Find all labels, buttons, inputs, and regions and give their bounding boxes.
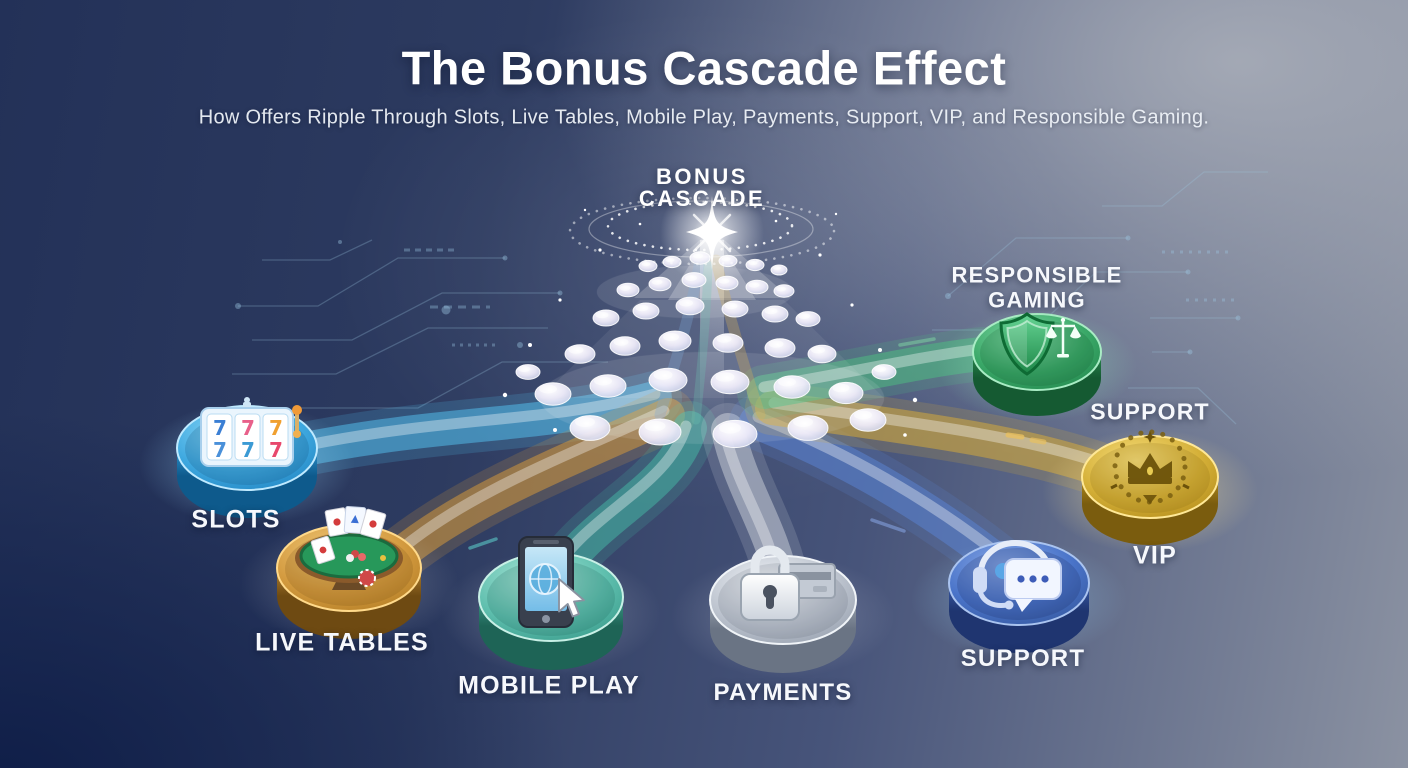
- payments-label: PAYMENTS: [713, 679, 853, 706]
- circuit-traces-left: [232, 239, 608, 409]
- bonus-cascade-label-line2: CASCADE: [638, 186, 766, 211]
- slots-label: SLOTS: [191, 505, 281, 534]
- circuit-traces-right: [932, 171, 1268, 425]
- page-title: The Bonus Cascade Effect: [401, 41, 1007, 95]
- svg-text:7: 7: [269, 416, 283, 440]
- responsible-gaming-label: RESPONSIBLE GAMING: [951, 262, 1123, 312]
- scales-icon: [1046, 317, 1081, 358]
- poker-table-cards-icon: [295, 505, 403, 590]
- svg-text:7: 7: [269, 438, 283, 462]
- gem-tier-4: [515, 330, 897, 380]
- node-vip: [1042, 429, 1258, 553]
- gem-tier-3: [592, 296, 821, 327]
- stream-to-slots: [273, 371, 682, 477]
- support-label: SUPPORT: [960, 645, 1086, 672]
- stream-to-live-tables: [371, 388, 695, 583]
- tap-cursor-icon: [558, 578, 585, 618]
- gem-tier-5: [534, 367, 864, 406]
- svg-text:7: 7: [213, 438, 227, 462]
- crown-badge-icon: [1110, 429, 1190, 505]
- node-slots: 7 7 7 7 7 7: [139, 397, 355, 526]
- gem-tier-2: [616, 272, 795, 298]
- vip-label: VIP: [1133, 541, 1177, 570]
- page-subtitle: How Offers Ripple Through Slots, Live Ta…: [198, 106, 1210, 129]
- live-tables-label: LIVE TABLES: [255, 628, 429, 657]
- light-burst: [660, 181, 764, 285]
- svg-text:7: 7: [241, 438, 255, 462]
- padlock-card-icon: [740, 545, 836, 621]
- smartphone-tap-icon: [518, 536, 585, 628]
- slot-machine-777-icon: 7 7 7 7 7 7: [200, 397, 302, 467]
- svg-text:7: 7: [241, 416, 255, 440]
- support-label-above-vip: SUPPORT: [1090, 398, 1210, 425]
- dotted-halo-rings: [568, 196, 836, 266]
- svg-text:7: 7: [213, 416, 227, 440]
- node-support: [911, 539, 1127, 659]
- headset-chat-icon: [973, 540, 1062, 612]
- mobile-play-label: MOBILE PLAY: [458, 671, 640, 700]
- node-live-tables: [239, 505, 459, 646]
- gem-tier-6: [569, 408, 887, 449]
- node-mobile-play: [441, 536, 661, 675]
- bonus-cascade-label: BONUS CASCADE: [639, 166, 765, 210]
- bonus-cascade-label-line1: BONUS: [656, 164, 748, 189]
- bonus-cascade-structure: [502, 181, 918, 449]
- stream-to-vip: [745, 381, 1123, 495]
- shield-scales-icon: [999, 312, 1081, 376]
- sparkles: [502, 198, 918, 437]
- node-responsible-gaming: [937, 310, 1137, 422]
- node-payments: [671, 545, 895, 678]
